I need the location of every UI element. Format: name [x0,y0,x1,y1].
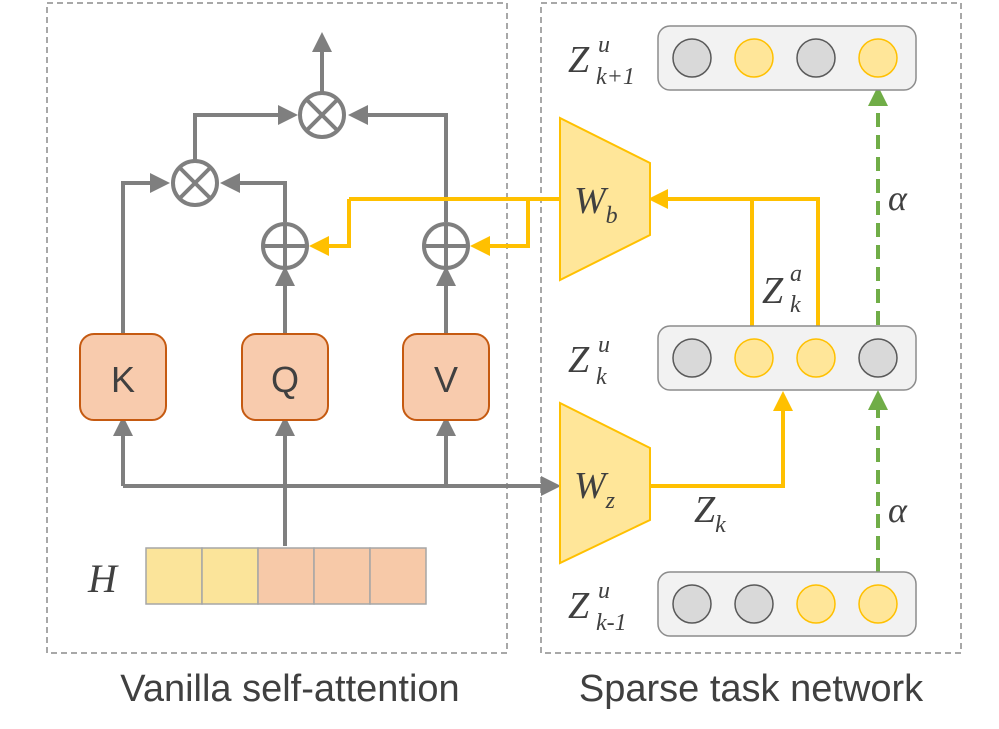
svg-text:Z: Z [568,339,590,381]
h-cell [201,547,259,605]
node-inactive [796,38,836,78]
multiply-operator-top [298,91,346,139]
right-panel-frame [540,2,962,654]
plus-operator-v [422,222,470,270]
node-inactive [672,338,712,378]
svg-text:a: a [790,261,802,287]
svg-text:u: u [598,332,610,358]
v-label: V [434,359,458,400]
node-row-frame [657,25,917,91]
node-active [796,584,836,624]
node-row-frame [657,325,917,391]
svg-text:k: k [596,364,607,390]
svg-text:k+1: k+1 [596,64,635,90]
zk-label: Zk [694,489,726,538]
left-panel-frame [46,2,508,654]
h-vector [145,547,427,605]
node-inactive [734,584,774,624]
plus-operator-q [261,222,309,270]
right-caption: Sparse task network [579,668,924,710]
node-active [796,338,836,378]
k-box: K [79,333,167,421]
node-inactive [672,584,712,624]
h-cell [369,547,427,605]
v-box: V [402,333,490,421]
svg-text:k-1: k-1 [596,610,627,636]
k-label: K [111,359,135,400]
zka-label: Z a k [762,261,802,318]
node-active [858,584,898,624]
wb-trapezoid: Wb [559,116,651,282]
alpha-top-label: α [888,178,908,218]
wz-sub: z [605,488,616,514]
node-active [858,38,898,78]
svg-text:Z: Z [568,39,590,81]
h-cell [257,547,315,605]
wb-main: W [574,180,609,222]
q-box: Q [241,333,329,421]
h-cell [313,547,371,605]
alpha-bottom-label: α [888,490,908,530]
wz-main: W [574,465,609,507]
svg-text:Z: Z [762,270,784,312]
wz-trapezoid: Wz [559,401,651,565]
svg-text:Wb: Wb [574,180,618,229]
yellow-flow-lines [309,189,820,488]
q-label: Q [271,359,299,400]
svg-text:Wz: Wz [574,465,616,514]
node-inactive [858,338,898,378]
node-active [734,338,774,378]
h-label: H [87,556,119,601]
svg-text:k: k [790,292,801,318]
left-caption: Vanilla self-attention [120,668,459,710]
svg-text:u: u [598,578,610,604]
svg-text:u: u [598,32,610,58]
wb-sub: b [606,203,618,229]
multiply-operator-left [171,159,219,207]
node-row-frame [657,571,917,637]
h-cell [145,547,203,605]
svg-text:Z: Z [568,585,590,627]
node-inactive [672,38,712,78]
node-active [734,38,774,78]
attention-gray-lines [113,32,561,546]
